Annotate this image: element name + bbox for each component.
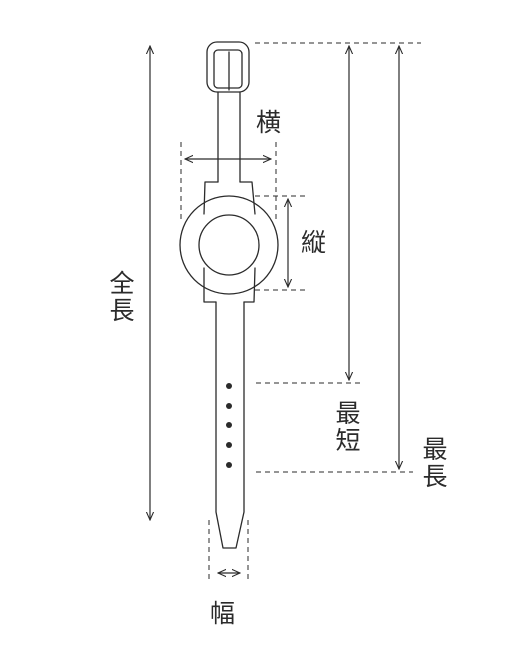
label-height: 縦 (301, 228, 327, 257)
label-shortest: 最短 (332, 400, 361, 454)
label-width: 横 (256, 108, 282, 137)
strap-hole (226, 462, 232, 468)
watch-dial (198, 214, 260, 276)
upper-strap (217, 91, 241, 183)
strap-hole (226, 403, 232, 409)
watch-case (203, 181, 256, 303)
strap-hole (226, 442, 232, 448)
strap-hole (226, 383, 232, 389)
label-total-length: 全長 (106, 270, 135, 324)
lower-strap (215, 301, 245, 549)
buckle-inner (213, 49, 243, 89)
label-longest: 最長 (419, 436, 448, 490)
buckle-frame (206, 41, 250, 93)
strap-holes (226, 383, 232, 468)
watch-bezel (179, 195, 279, 295)
label-band-width: 幅 (210, 599, 236, 628)
strap-hole (226, 422, 232, 428)
